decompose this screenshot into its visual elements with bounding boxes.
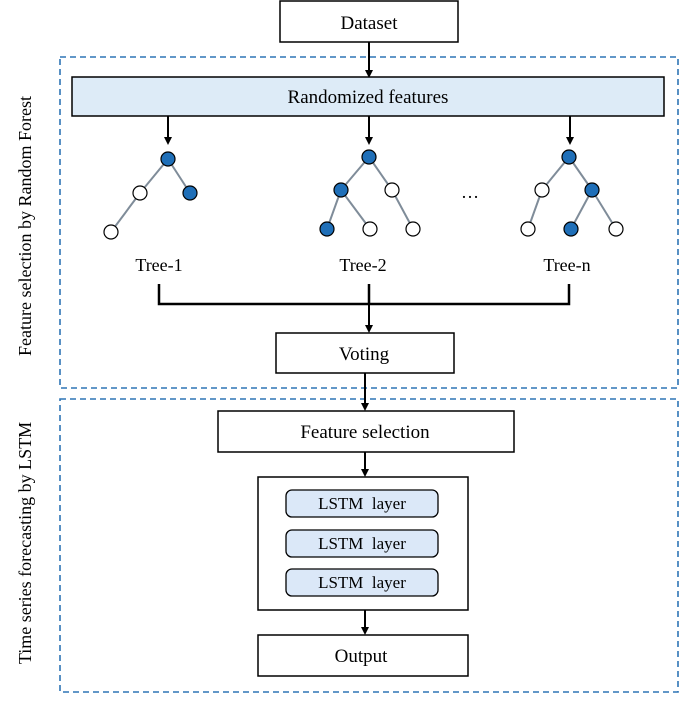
output-label: Output: [335, 646, 389, 667]
tree-node-filled: [319, 221, 335, 237]
lstm-layer-2-label: LSTM layer: [318, 534, 406, 553]
tree-n-label: Tree-n: [543, 255, 590, 275]
tree-1-label: Tree-1: [135, 255, 182, 275]
tree-node-empty: [384, 182, 400, 198]
tree-node-filled: [333, 182, 349, 198]
tree-edge: [591, 189, 617, 230]
lstm-layer-1-box: [285, 489, 439, 518]
tree-node-filled: [584, 182, 600, 198]
feature-selection-label: Feature selection: [300, 422, 430, 443]
lstm-layer-2-box: [285, 529, 439, 558]
tree-node-empty: [608, 221, 624, 237]
tree-node-empty: [534, 182, 550, 198]
voting-box: [275, 332, 455, 374]
dataset-label: Dataset: [341, 13, 399, 34]
lstm-section-label: Time series forecasting by LSTM: [15, 422, 35, 664]
tree-node-filled: [563, 221, 579, 237]
lstm-layer-1-label: LSTM layer: [318, 494, 406, 513]
lstm-layer-3-box: [285, 568, 439, 597]
trees-ellipsis: …: [461, 182, 479, 202]
tree-edge: [110, 192, 141, 233]
tree-node-filled: [182, 185, 198, 201]
tree-edge: [340, 189, 371, 230]
tree-node-empty: [103, 224, 119, 240]
tree-node-filled: [561, 149, 577, 165]
tree-node-empty: [520, 221, 536, 237]
randomized-features-label: Randomized features: [288, 87, 449, 108]
voting-label: Voting: [339, 344, 390, 365]
trees-to-voting-connector: [157, 284, 571, 306]
tree-n-graphic: [520, 149, 624, 237]
tree-1-graphic: [103, 151, 198, 240]
lstm-layer-3-label: LSTM layer: [318, 573, 406, 592]
output-box: [257, 634, 469, 677]
random-forest-section: [59, 56, 679, 389]
tree-node-empty: [132, 185, 148, 201]
tree-2-label: Tree-2: [339, 255, 386, 275]
tree-node-filled: [361, 149, 377, 165]
random-forest-section-label: Feature selection by Random Forest: [15, 96, 35, 356]
tree-node-filled: [160, 151, 176, 167]
tree-2-graphic: [319, 149, 421, 237]
tree-node-empty: [405, 221, 421, 237]
tree-node-empty: [362, 221, 378, 237]
dataset-box: [279, 0, 459, 43]
lstm-section: [59, 398, 679, 693]
